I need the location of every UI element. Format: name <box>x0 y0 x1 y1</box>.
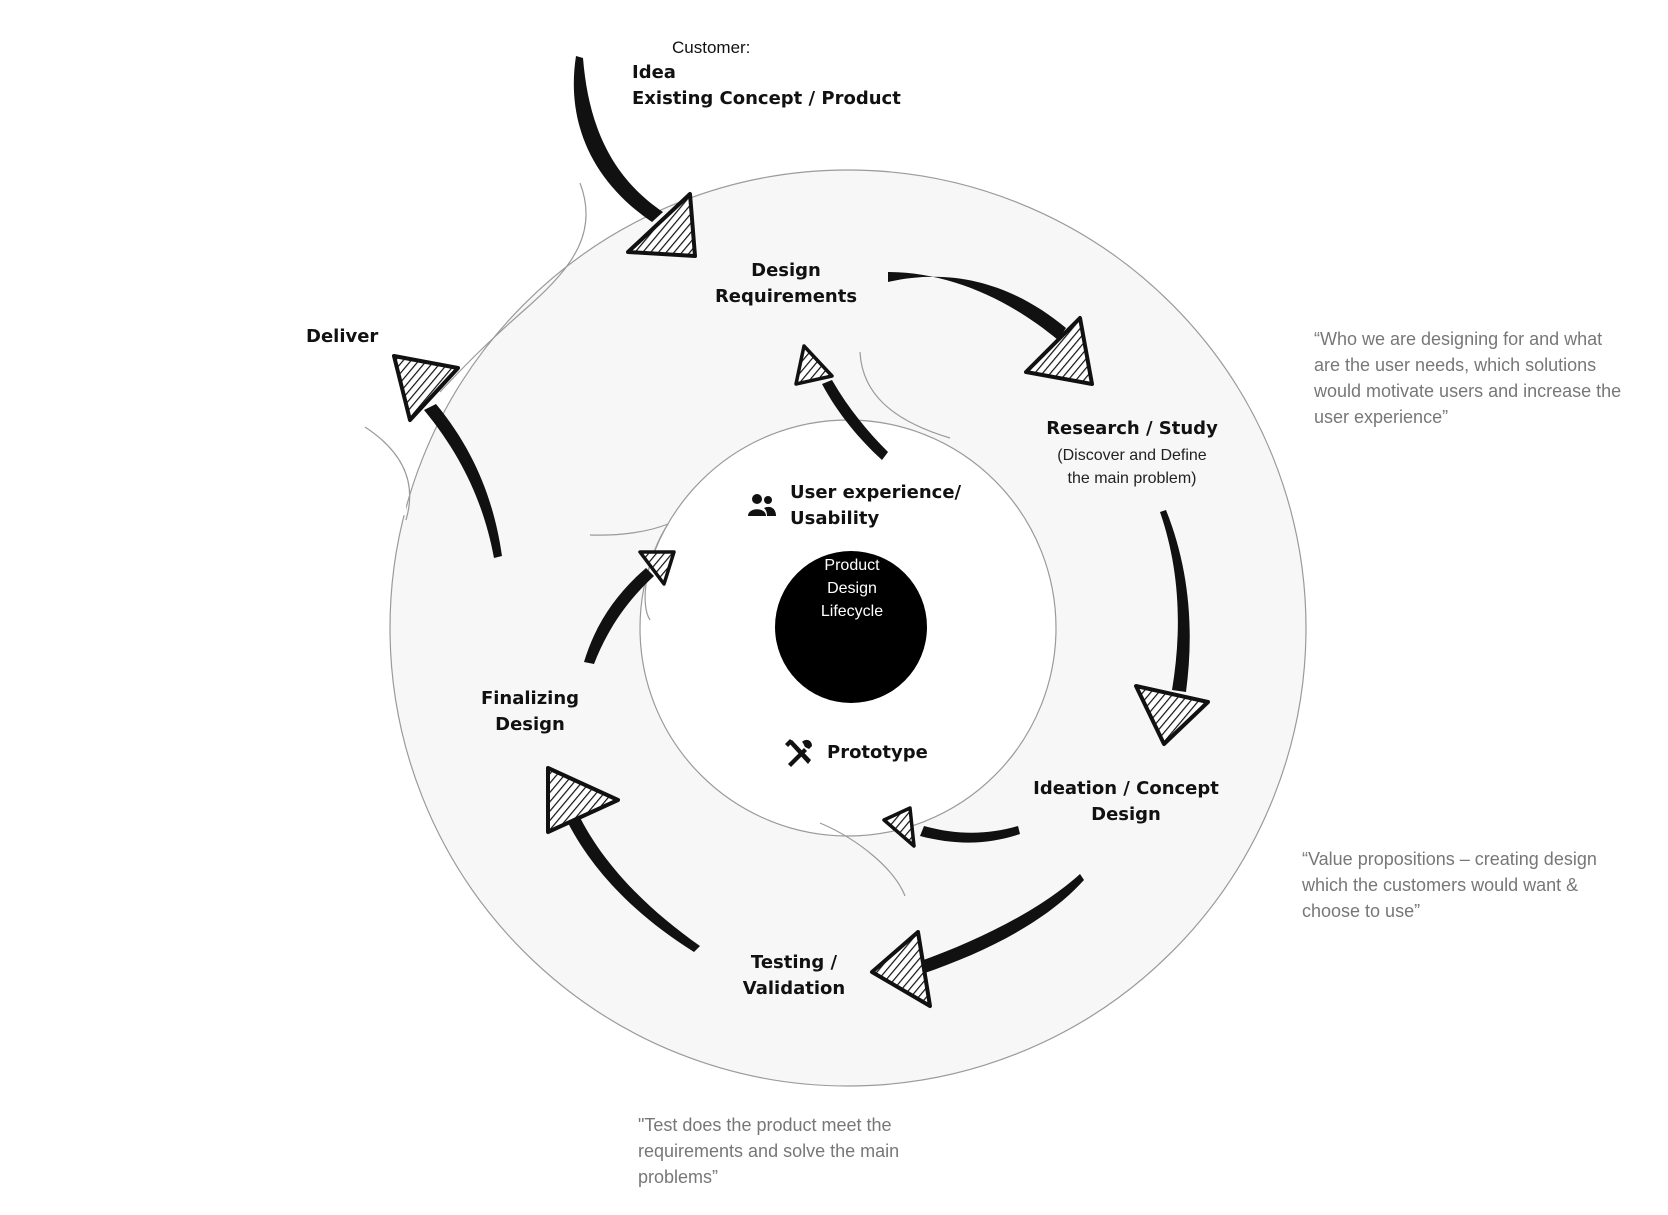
quote-research-line3: would motivate users and increase the <box>1314 381 1622 401</box>
arrow-inner-ux-shaft <box>822 380 888 460</box>
arrow-requirements-head <box>1024 316 1094 386</box>
arrow-inner-ux-head <box>794 344 834 386</box>
customer-existing: Existing Concept / Product <box>632 88 901 109</box>
quote-testing-line1: "Test does the product meet the <box>638 1115 892 1135</box>
arrow-customer-shaft <box>573 56 663 222</box>
stage-design-requirements-line1: Design <box>751 260 821 281</box>
stage-research-sub1: (Discover and Define <box>1057 447 1207 464</box>
center-line1: Product <box>824 557 880 574</box>
arrow-ideation-head <box>870 930 932 1008</box>
quote-ideation-line2: which the customers would want & <box>1302 875 1579 895</box>
stage-design-requirements-line2: Requirements <box>714 286 858 307</box>
swirl-line-4 <box>589 523 669 536</box>
quote-ideation-line3: choose to use” <box>1302 901 1421 921</box>
stage-deliver: Deliver <box>306 326 379 347</box>
tools-icon <box>785 739 812 767</box>
quote-research-line4: user experience” <box>1314 407 1449 427</box>
center-disc <box>775 551 927 703</box>
stage-testing: Testing / Validation <box>743 950 845 1002</box>
quote-research: “Who we are designing for and what are t… <box>1314 326 1621 430</box>
arrow-requirements-shaft <box>888 272 1066 340</box>
quote-research-line1: “Who we are designing for and what <box>1314 329 1603 349</box>
stage-testing-line1: Testing / <box>750 952 838 973</box>
stage-design-requirements: Design Requirements <box>715 258 857 310</box>
arrow-inner-prototype-shaft <box>920 826 1020 843</box>
arrow-finalizing-head <box>392 354 460 422</box>
stage-testing-line2: Validation <box>742 978 846 999</box>
center-line3: Lifecycle <box>820 603 884 620</box>
arrow-research-shaft <box>1160 510 1190 692</box>
inner-prototype: Prototype <box>827 742 928 763</box>
customer-idea: Idea <box>632 62 676 83</box>
swirl-line-3 <box>859 351 951 439</box>
inner-ux: User experience/ Usability <box>790 480 961 532</box>
quote-testing-line3: problems” <box>638 1167 719 1187</box>
stage-research-sub2: the main problem) <box>1067 470 1197 487</box>
customer-prefix: Customer: <box>672 38 751 57</box>
arrow-testing-head <box>546 766 620 834</box>
quote-ideation-line1: “Value propositions – creating design <box>1302 849 1597 869</box>
arrow-inner-finalizing-head <box>638 550 676 586</box>
swirl-line-2 <box>364 426 411 521</box>
stage-ideation-line1: Ideation / Concept <box>1033 778 1219 799</box>
arrow-research-head <box>1134 684 1210 746</box>
arrow-inner-finalizing-shaft <box>584 568 654 664</box>
quote-ideation: “Value propositions – creating design wh… <box>1302 846 1597 924</box>
stage-ideation-line2: Design <box>1091 804 1161 825</box>
quote-research-line2: are the user needs, which solutions <box>1314 355 1597 375</box>
inner-ux-line2: Usability <box>790 508 880 529</box>
stage-finalizing: Finalizing Design <box>481 686 579 738</box>
stage-finalizing-line2: Design <box>495 714 565 735</box>
arrow-finalizing-shaft <box>424 404 502 558</box>
stage-ideation: Ideation / Concept Design <box>1033 776 1219 828</box>
stage-research-title: Research / Study <box>1046 418 1218 439</box>
swirl-line-5 <box>819 822 906 897</box>
quote-testing: "Test does the product meet the requirem… <box>638 1112 899 1190</box>
arrow-ideation-shaft <box>918 874 1084 974</box>
users-icon <box>748 494 776 516</box>
stage-finalizing-line1: Finalizing <box>480 688 580 709</box>
center-line2: Design <box>827 580 877 597</box>
arrow-inner-prototype-head <box>882 806 916 848</box>
quote-testing-line2: requirements and solve the main <box>638 1141 900 1161</box>
arrow-customer-head <box>626 192 697 258</box>
ring-gap-left <box>340 425 407 520</box>
inner-ux-line1: User experience/ <box>790 482 962 503</box>
center-label: Product Design Lifecycle <box>778 554 926 623</box>
swirl-line-1 <box>439 182 587 393</box>
